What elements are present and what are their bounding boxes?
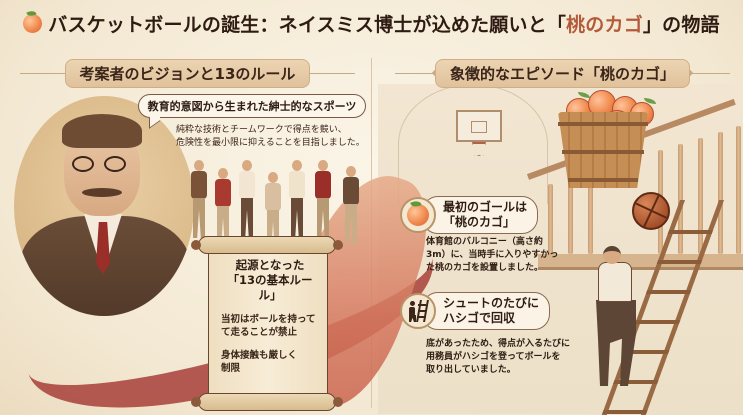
player-figure	[315, 160, 331, 238]
left-section-header: 考案者のビジョンと13のルール	[20, 58, 355, 88]
feature-peach-basket: 最初のゴールは 「桃のカゴ」	[400, 196, 539, 234]
ladder-rung	[667, 230, 714, 234]
baluster	[588, 172, 593, 254]
scroll-knob	[191, 240, 201, 250]
scroll-body: 起源となった 「13の基本ルール」 当初はボールを持って て走ることが禁止 身体…	[208, 244, 328, 396]
rule-line: 制限	[221, 363, 241, 374]
scroll-title-line: 「13の基本ルール」	[227, 273, 313, 302]
ladder-climber-icon	[408, 300, 429, 322]
feature-title-line: 最初のゴールは	[443, 200, 528, 214]
rule-line: 当初はボールを持って	[221, 314, 316, 325]
rules-scroll: 起源となった 「13の基本ルール」 当初はボールを持って て走ることが禁止 身体…	[191, 236, 343, 411]
mustache	[82, 188, 122, 197]
ladder-rung	[645, 290, 692, 294]
header-rule	[20, 73, 70, 74]
header-rule	[690, 73, 730, 74]
baluster	[678, 144, 683, 254]
feature-description: 体育館のバルコニー（高さ約 3m）に、当時手に入りやすかっ た桃のカゴを設置しま…	[426, 236, 558, 275]
rule-line: て走ることが禁止	[221, 327, 298, 338]
player-figure	[215, 168, 231, 246]
basketball-icon	[632, 192, 670, 230]
desc-line: 純粋な技術とチームワークで得点を競い、	[176, 125, 347, 135]
desc-line: 体育館のバルコニー（高さ約	[426, 237, 543, 247]
naismith-portrait	[14, 96, 194, 316]
players-illustration	[185, 150, 370, 250]
rule-item: 身体接触も厳しく 制限	[221, 349, 319, 375]
baluster	[568, 178, 573, 254]
feature-title: シュートのたびに ハシゴで回収	[422, 292, 551, 330]
scroll-knob	[333, 240, 343, 250]
ladder-rung	[634, 320, 681, 324]
title-accent: 桃のカゴ	[566, 13, 643, 36]
ladder-rung	[602, 410, 648, 414]
player-figure	[289, 160, 305, 238]
right-section-header: 象徴的なエピソード「桃のカゴ」	[395, 58, 730, 88]
desc-line: 用務員がハシゴを登ってボールを	[426, 352, 561, 362]
glasses-icon	[104, 156, 126, 172]
basket-band	[568, 178, 638, 182]
title-bar: バスケットボールの誕生：ネイスミス博士が込めた願いと「桃のカゴ」の物語	[0, 0, 743, 46]
scroll-title: 起源となった 「13の基本ルール」	[221, 258, 319, 303]
feature-icon-circle	[400, 293, 436, 329]
feature-title: 最初のゴールは 「桃のカゴ」	[422, 196, 539, 234]
left-section-heading: 考案者のビジョンと13のルール	[64, 58, 311, 88]
right-section-heading: 象徴的なエピソード「桃のカゴ」	[434, 58, 690, 88]
desc-line: 3m）に、当時手に入りやすかっ	[426, 250, 559, 260]
feature-title-line: ハシゴで回収	[443, 311, 516, 325]
portrait-tie	[96, 222, 110, 274]
peach-leaf	[578, 92, 590, 98]
baluster	[736, 126, 741, 254]
desc-line: た桃のカゴを設置しました。	[426, 263, 544, 273]
peach-icon	[23, 13, 43, 33]
baluster	[718, 132, 723, 254]
climber-head	[603, 246, 621, 264]
balcony-floor	[538, 254, 743, 270]
player-figure	[239, 160, 255, 238]
portrait-hair	[62, 114, 142, 148]
feature-icon-circle	[400, 197, 436, 233]
player-figure	[343, 166, 359, 244]
scroll-roll-bottom	[191, 393, 343, 411]
player-figure	[265, 172, 281, 250]
climber-body	[598, 262, 632, 302]
basket-band	[562, 150, 644, 154]
desc-line: 底があったため、得点が入るたびに	[426, 339, 571, 349]
peach-icon	[407, 204, 429, 226]
baluster	[698, 138, 703, 254]
speech-bubble: 教育的意図から生まれた紳士的なスポーツ	[138, 94, 366, 118]
desc-line: 危険性を最小限に抑えることを目指しました。	[176, 138, 365, 148]
ladder-rung	[656, 260, 703, 264]
ladder-rung	[613, 380, 659, 384]
page-title: バスケットボールの誕生：ネイスミス博士が込めた願いと「桃のカゴ」の物語	[48, 10, 719, 37]
scroll-knob	[191, 397, 201, 407]
feature-description: 底があったため、得点が入るたびに 用務員がハシゴを登ってボールを 取り出していま…	[426, 338, 570, 377]
rule-line: 身体接触も厳しく	[221, 350, 298, 361]
scroll-roll-top	[191, 236, 343, 254]
player-figure	[191, 160, 207, 238]
scroll-knob	[333, 397, 343, 407]
rule-item: 当初はボールを持って て走ることが禁止	[221, 313, 319, 339]
basket-band	[558, 122, 648, 126]
header-rule	[305, 73, 355, 74]
glasses-icon	[72, 156, 94, 172]
title-suffix: 」の物語	[642, 13, 720, 36]
feature-title-line: 「桃のカゴ」	[443, 215, 516, 229]
backboard	[456, 110, 502, 142]
header-rule	[395, 73, 435, 74]
peach-leaf	[644, 98, 656, 104]
desc-line: 取り出していました。	[426, 365, 516, 375]
feature-ladder-retrieval: シュートのたびに ハシゴで回収	[400, 292, 551, 330]
baluster	[548, 184, 553, 254]
bubble-description: 純粋な技術とチームワークで得点を競い、 危険性を最小限に抑えることを目指しました…	[176, 124, 366, 150]
scroll-title-line: 起源となった	[235, 258, 305, 272]
title-prefix: バスケットボールの誕生：ネイスミス博士が込めた願いと「	[48, 13, 567, 36]
feature-title-line: シュートのたびに	[443, 296, 540, 310]
